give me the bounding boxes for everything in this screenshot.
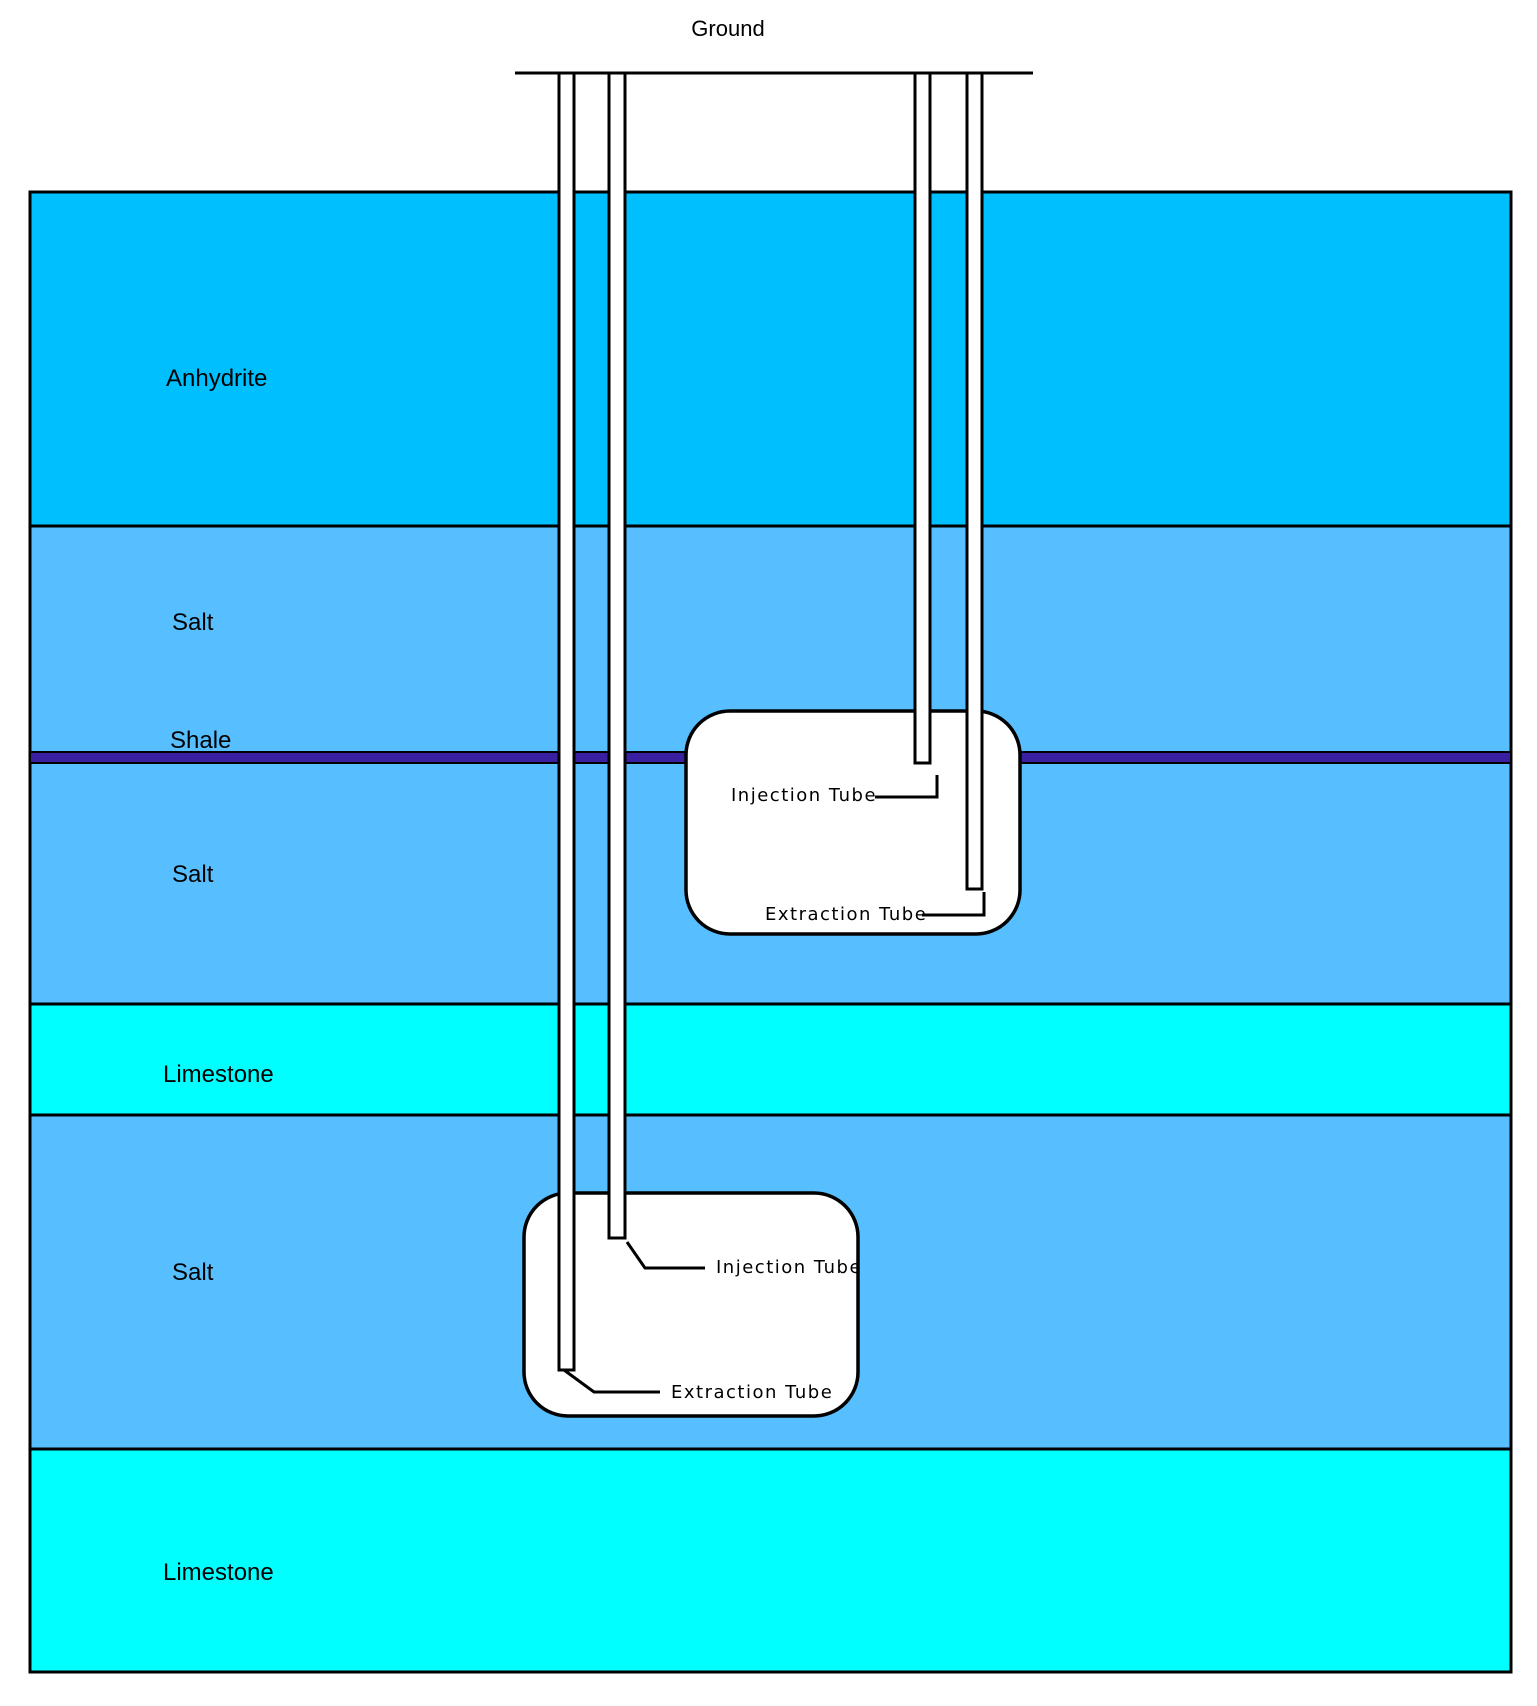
upper-extraction-tube (965, 71, 984, 891)
layer-anhydrite (28, 190, 1513, 528)
label-salt-middle: Salt (172, 861, 214, 888)
upper-injection-label: Injection Tube (731, 785, 877, 806)
label-limestone-upper: Limestone (163, 1061, 274, 1088)
lower-injection-tube (607, 71, 627, 1240)
label-salt-lower: Salt (172, 1259, 214, 1286)
upper-cavern (684, 709, 1022, 936)
lower-extraction-label: Extraction Tube (671, 1382, 833, 1403)
upper-extraction-leader (922, 892, 986, 917)
lower-extraction-leader (563, 1368, 660, 1394)
label-anhydrite: Anhydrite (166, 365, 267, 392)
label-shale: Shale (170, 727, 231, 754)
layer-limestone-upper (28, 1002, 1513, 1117)
layer-limestone-lower (28, 1447, 1513, 1674)
ground-label: Ground (691, 16, 764, 41)
lower-injection-label: Injection Tube (716, 1257, 862, 1278)
label-salt-upper: Salt (172, 609, 214, 636)
upper-injection-leader (875, 775, 939, 799)
lower-injection-leader (625, 1241, 705, 1270)
lower-cavern (522, 1191, 860, 1418)
label-limestone-lower: Limestone (163, 1559, 274, 1586)
upper-extraction-label: Extraction Tube (765, 904, 927, 925)
upper-injection-tube (913, 71, 932, 765)
lower-extraction-tube (557, 71, 576, 1372)
